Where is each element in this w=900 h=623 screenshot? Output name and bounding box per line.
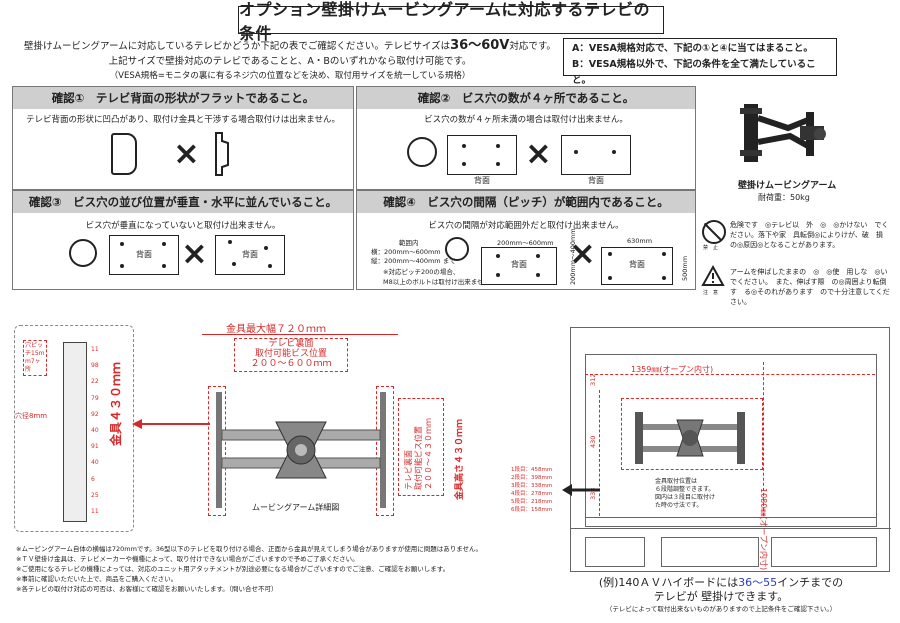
arm-max-width-label: 金具最大幅７２０ｍｍ xyxy=(226,324,326,335)
prohibited-icon xyxy=(702,220,726,244)
step-heights-list: 1段目：458mm 2段目：398mm 3段目：338mm 4段目：278mm … xyxy=(511,467,553,513)
hole-diameter-label: 穴径8mm xyxy=(15,412,48,420)
pitch-dim-10: 11 xyxy=(91,507,99,515)
pitch-dim-6: 91 xyxy=(91,443,99,451)
intro-text: 壁掛けムービングアームに対応しているテレビかどうか下記の表でご確認ください。テレ… xyxy=(20,38,560,84)
pitch-dim-3: 79 xyxy=(91,394,99,402)
check-4-desc: ビス穴の間隔が対応範囲外だと取付け出来ません。 xyxy=(428,221,624,231)
opening-width-label: 1359㎜(オープン内寸) xyxy=(631,365,714,374)
max-width-line xyxy=(202,334,398,335)
page-title: オプション壁掛けムービングアームに対応するテレビの条件 xyxy=(238,0,664,43)
red-arrow-left xyxy=(132,419,210,429)
tv-uneven-side-icon xyxy=(215,132,229,176)
pitch-dim-4: 92 xyxy=(91,410,99,418)
caution-label: 注 意 xyxy=(703,290,719,296)
pitch-dim-7: 40 xyxy=(91,459,99,467)
pitch-dimension-list: 11 98 22 79 92 40 91 40 6 25 11 xyxy=(91,342,103,520)
tv-back-4-holes: 背面 xyxy=(447,135,517,185)
pitch-dim-8: 6 xyxy=(91,475,95,483)
tv-back-aligned-holes: 背面 xyxy=(109,235,179,275)
tv-back-2-holes: 背面 xyxy=(561,135,631,185)
check-2-desc: ビス穴の数が４ヶ所未満の場合は取付け出来ません。 xyxy=(424,115,628,125)
arm-right-rail xyxy=(376,386,394,516)
example-text: (例)140ＡＶハイボードには36〜55インチまでの テレビが 壁掛けできます。… xyxy=(598,576,844,613)
pitch-diagram-frame: 穴ピッチ15mm7ヶ所 穴径8mm 金具４３０ｍｍ 11 98 22 79 92 40 91… xyxy=(14,325,134,532)
adjust-note: 金具取付位置は ６段階調整できます。 図内は３段目に取付け た時の寸法です。 xyxy=(655,478,716,509)
tv-back-pitch-ng: 背面 xyxy=(601,247,673,285)
tv-back-vertical-box xyxy=(398,398,444,496)
check-4-panel: 確認④ ビス穴の間隔（ピッチ）が範囲内であること。 ビス穴の間隔が対応範囲外だと… xyxy=(356,190,696,290)
pitch-range-text: 範囲内 横：200mm〜600mm 縦：200mm〜400mm まで xyxy=(371,239,456,265)
tv-flat-side-icon xyxy=(111,133,137,175)
warning-1-text: 危険です ◎テレビ以 外 ◎ ◎かけない でください。落下や家 具転倒◎によりけ… xyxy=(730,221,890,249)
check-4-title: 確認④ ビス穴の間隔（ピッチ）が範囲内であること。 xyxy=(357,191,695,213)
tv-back-pitch-ok: 背面 xyxy=(481,247,557,285)
arm-diagram-caption: ムービングアーム詳細図 xyxy=(252,503,340,512)
moving-arm-drawing xyxy=(216,392,386,508)
caution-icon xyxy=(701,264,725,286)
wall-arm-product-image xyxy=(740,104,826,162)
check-3-desc: ビス穴が垂直になっていないと取付け出来ません。 xyxy=(85,221,281,231)
prohibited-label: 禁 止 xyxy=(703,245,719,251)
tv-back-misaligned-holes: 背面 xyxy=(215,235,285,275)
check-1-desc: テレビ背面の形状に凹凸があり、取付け金具と干渉する場合取付けは出来ません。 xyxy=(26,115,340,125)
intro-line-2: 上記サイズで壁掛対応のテレビであることと、A・Bのいずれかなら取付け可能です。 xyxy=(108,56,472,67)
ok-circle-icon xyxy=(407,137,437,167)
condition-b: B：VESA規格以外で、下記の条件を全て満たしていること。 xyxy=(572,59,816,86)
hiboard-opening xyxy=(585,354,877,518)
arm-on-board-drawing xyxy=(635,412,745,464)
product-caption: 壁掛けムービングアーム xyxy=(738,181,837,191)
pitch-dim-0: 11 xyxy=(91,346,99,354)
plate-height-label: 金具４３０ｍｍ xyxy=(109,361,123,446)
product-weight: 耐荷重：50kg xyxy=(758,193,810,202)
check-2-title: 確認② ビス穴の数が４ヶ所であること。 xyxy=(357,87,695,109)
check-1-title: 確認① テレビ背面の形状がフラットであること。 xyxy=(13,87,353,109)
black-arrow-left xyxy=(562,484,600,496)
ng-cross-icon: × xyxy=(181,234,208,272)
pitch-dim-2: 22 xyxy=(91,378,99,386)
warning-2-text: アームを伸ばしたままの ◎ ◎使 用しな ◎いでください。 また、伸ばす際 の◎… xyxy=(730,268,890,306)
tv-back-vertical-text: テレビ裏面 取付可能ビス位置 ２００〜４３０ｍｍ xyxy=(404,418,433,490)
example-size-range: 36〜55 xyxy=(738,576,778,589)
ng-cross-icon: × xyxy=(569,234,596,272)
check-2-panel: 確認② ビス穴の数が４ヶ所であること。 ビス穴の数が４ヶ所未満の場合は取付け出来… xyxy=(356,86,696,190)
ng-cross-icon: × xyxy=(525,134,552,172)
condition-a: A：VESA規格対応で、下記の①と④に当てはまること。 xyxy=(572,43,813,54)
check-1-panel: 確認① テレビ背面の形状がフラットであること。 テレビ背面の形状に凹凸があり、取… xyxy=(12,86,354,190)
conditions-box: A：VESA規格対応で、下記の①と④に当てはまること。 B：VESA規格以外で、… xyxy=(563,38,837,86)
arm-height-label: 金具高さ４３０ｍｍ xyxy=(455,418,465,500)
intro-line-1: 壁掛けムービングアームに対応しているテレビかどうか下記の表でご確認ください。テレ… xyxy=(24,38,556,53)
ok-circle-icon xyxy=(445,237,469,261)
check-3-panel: 確認③ ビス穴の並び位置が垂直・水平に並んでいること。 ビス穴が垂直になっていな… xyxy=(12,190,354,290)
pitch-dim-9: 25 xyxy=(91,491,99,499)
footnotes: ※ムービングアーム自体の横幅は720mmです。36型以下のテレビを取り付ける場合… xyxy=(16,545,483,593)
dim-ok-width: 200mm〜600mm xyxy=(497,239,554,247)
pitch-note: ※対応ピッチ200の場合、 M8以上のボルトは取付け出来ません。 xyxy=(383,268,497,286)
check-3-title: 確認③ ビス穴の並び位置が垂直・水平に並んでいること。 xyxy=(13,191,353,213)
wall-plate-strip xyxy=(63,342,87,522)
intro-line-3: （VESA規格=モニタの裏に有るネジ穴の位置などを決め、取付用サイズを統一してい… xyxy=(109,71,471,81)
ok-circle-icon xyxy=(69,239,97,267)
pitch-label-box: 穴ピッチ15mm7ヶ所 xyxy=(23,340,47,376)
ng-cross-icon: × xyxy=(173,134,200,172)
tv-size-range: 36〜60V xyxy=(450,38,510,53)
pitch-dim-1: 98 xyxy=(91,362,99,370)
arm-left-rail xyxy=(208,386,226,516)
dim-430: 430 xyxy=(589,435,597,448)
hiboard-bottom xyxy=(571,528,891,572)
dim-312: 312 xyxy=(589,373,597,386)
pitch-dim-5: 40 xyxy=(91,427,99,434)
dim-ng-height: 500mm xyxy=(681,255,689,281)
tv-back-horizontal-box: テレビ裏面 取付可能ビス位置 ２００〜６００ｍｍ xyxy=(234,338,348,372)
hiboard-diagram: 1359㎜(オープン内寸) 1080㎜(オープン内寸) 312 430 338 … xyxy=(570,327,891,572)
dim-ng-width: 630mm xyxy=(627,237,653,245)
